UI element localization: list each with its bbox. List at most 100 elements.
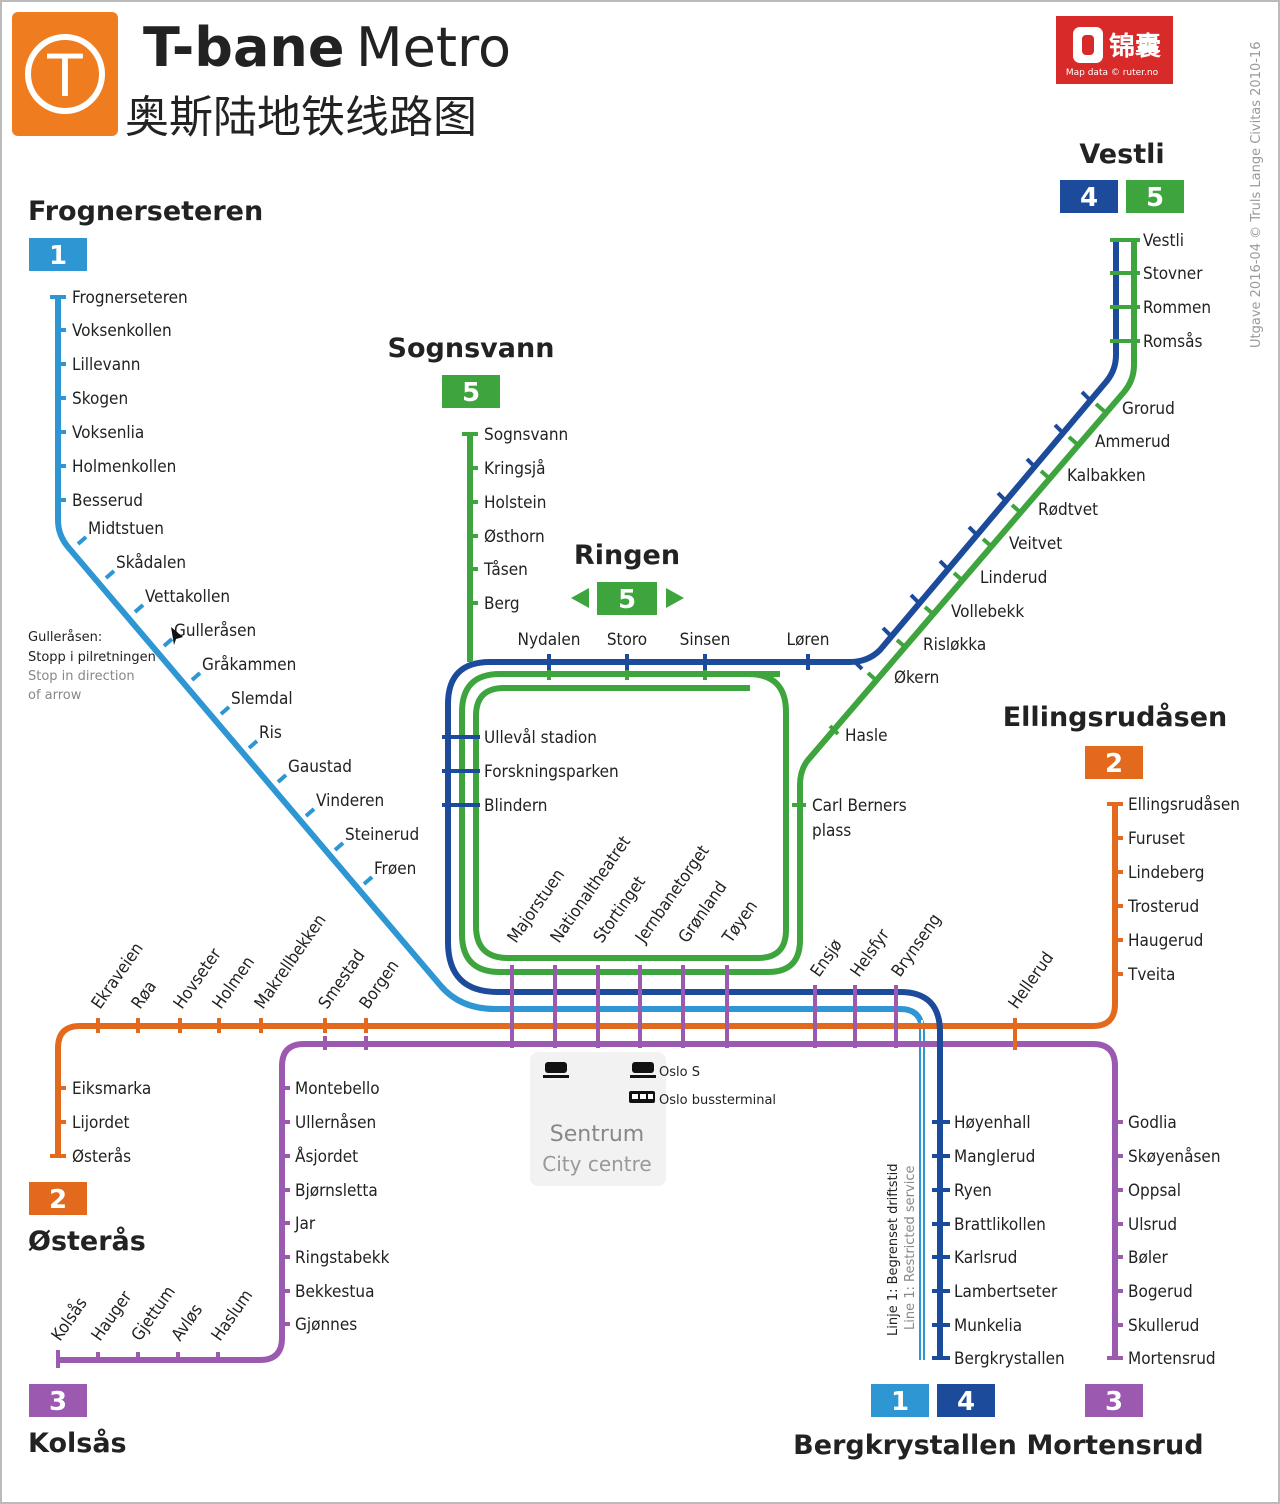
station-label-vestli: Vestli <box>1143 231 1184 251</box>
station-label-furuset: Furuset <box>1128 829 1185 849</box>
station-label-sk-yen-sen: Skøyenåsen <box>1128 1146 1221 1167</box>
terminal-name-osteras: Østerås <box>28 1225 146 1257</box>
station-tick-risl-kka <box>895 638 907 649</box>
line-badge-ringen <box>597 582 657 615</box>
note-text-no: Stopp i pilretningen <box>28 650 156 665</box>
station-tick-grorud <box>1094 402 1106 413</box>
station-tick-vettakollen <box>133 603 145 614</box>
station-label-voksenkollen: Voksenkollen <box>72 321 172 341</box>
station-label-h-yenhall: Høyenhall <box>954 1113 1031 1133</box>
station-label-brattlikollen: Brattlikollen <box>954 1215 1046 1235</box>
station-tick-gaustad <box>276 773 288 784</box>
terminal-name-frognerseteren: Frognerseteren <box>28 196 263 227</box>
station-tick-slemdal <box>219 705 231 716</box>
train-icon <box>543 1062 569 1078</box>
station-label-manglerud: Manglerud <box>954 1147 1035 1167</box>
station-label-ullev-l-stadion: Ullevål stadion <box>484 727 597 748</box>
station-label-skullerud: Skullerud <box>1128 1316 1199 1336</box>
station-label-sk-dalen: Skådalen <box>116 552 186 573</box>
station-label-berg: Berg <box>484 594 520 614</box>
station-tick--kern <box>866 671 878 682</box>
line-badge-number-osteras: 2 <box>49 1185 67 1215</box>
station-label--ster-s: Østerås <box>72 1146 131 1167</box>
line-badge-number-ellingsrudasen: 2 <box>1105 749 1123 779</box>
station-label-risl-kka: Risløkka <box>923 635 986 655</box>
station-tick-ammerud <box>1067 435 1079 446</box>
station-label-gj-nnes: Gjønnes <box>295 1315 357 1335</box>
oslo-s-label: Oslo S <box>659 1065 700 1080</box>
station-label-bogerud: Bogerud <box>1128 1282 1193 1302</box>
station-label-guller-sen: Gulleråsen <box>174 620 256 641</box>
station-label--sthorn: Østhorn <box>484 527 545 547</box>
terminal-name-vestli: Vestli <box>1079 139 1164 170</box>
restricted-note-no: Linje 1: Begrenset driftstid <box>886 1164 901 1336</box>
line-badge-mortensrud <box>1085 1384 1143 1417</box>
bus-icon <box>629 1091 655 1103</box>
logo-letter: T <box>46 42 83 110</box>
station-label-blindern: Blindern <box>484 796 548 816</box>
station-tick-linderud-b <box>938 559 950 571</box>
station-tick-grorud-b <box>1080 390 1092 402</box>
station-label-lijordet: Lijordet <box>72 1113 129 1133</box>
station-label-hasle: Hasle <box>845 726 888 746</box>
station-label-slemdal: Slemdal <box>231 689 293 709</box>
station-tick-ris <box>247 739 259 750</box>
station-label-bergkrystallen: Bergkrystallen <box>954 1349 1065 1369</box>
city-centre-label: City centre <box>542 1152 651 1176</box>
station-tick-midtstuen <box>76 535 88 546</box>
terminal-name-ellingsrudasen: Ellingsrudåsen <box>1003 701 1228 733</box>
station-label-ryen: Ryen <box>954 1181 992 1201</box>
station-label-holmenkollen: Holmenkollen <box>72 457 176 477</box>
station-label-ris: Ris <box>259 723 282 743</box>
station-label-ullern-sen: Ullernåsen <box>295 1112 376 1133</box>
line-badge-number-vestli-4: 4 <box>1080 183 1098 213</box>
line-5-path <box>459 240 1137 975</box>
station-label-kringsj-: Kringsjå <box>484 458 546 479</box>
station-label-vinderen: Vinderen <box>316 791 384 811</box>
bus-terminal-label: Oslo bussterminal <box>659 1093 776 1108</box>
subtitle-cn: 奥斯陆地铁线路图 <box>125 92 477 143</box>
station-tick-vinderen <box>304 807 316 818</box>
station-tick-hasle <box>828 724 840 736</box>
terminal-name-sognsvann: Sognsvann <box>388 333 555 364</box>
station-label-r-dtvet: Rødtvet <box>1038 500 1098 520</box>
line-badge-kolsas <box>29 1384 87 1417</box>
station-label-storo: Storo <box>607 630 647 650</box>
station-label-karlsrud: Karlsrud <box>954 1248 1017 1268</box>
lines <box>55 240 1137 1363</box>
note-title: Gulleråsen: <box>28 630 102 645</box>
station-label-kalbakken: Kalbakken <box>1067 466 1146 486</box>
line-badge-ellingsrudasen <box>1085 746 1143 779</box>
station-tick-gr-kammen <box>190 671 202 682</box>
line-badge-number-bergkrystallen-4: 4 <box>957 1387 975 1417</box>
station-tick-linderud <box>952 571 964 582</box>
logo-ring <box>25 34 105 114</box>
station-label-skogen: Skogen <box>72 389 128 409</box>
station-label-t-sen: Tåsen <box>483 559 528 580</box>
station-tick-veitvet-b <box>967 525 979 537</box>
brand-small: Map data © ruter.no <box>1066 68 1159 78</box>
line-1-path <box>55 297 925 1360</box>
line-badge-number-frognerseteren: 1 <box>49 241 67 271</box>
station-label-ellingsrud-sen: Ellingsrudåsen <box>1128 794 1240 815</box>
station-label-godlia: Godlia <box>1128 1113 1177 1133</box>
header: T T-bane Metro 奥斯陆地铁线路图 锦囊 Map data © ru… <box>12 12 1264 348</box>
terminal-name-bergkrystallen: Bergkrystallen <box>793 1430 1017 1461</box>
station-label-plass: plass <box>812 821 851 841</box>
station-label-munkelia: Munkelia <box>954 1316 1022 1336</box>
station-tick-r-dtvet-b <box>996 491 1008 503</box>
station-label-holstein: Holstein <box>484 493 546 513</box>
station-label-sinsen: Sinsen <box>680 630 731 650</box>
station-tick-risl-kka-b <box>881 626 893 638</box>
station-label-lambertseter: Lambertseter <box>954 1282 1058 1302</box>
station-tick-ammerud-b <box>1053 423 1065 435</box>
station-label-gaustad: Gaustad <box>288 757 352 777</box>
terminal-name-kolsas: Kolsås <box>28 1427 127 1459</box>
station-label-ammerud: Ammerud <box>1095 432 1170 452</box>
station-label-jar: Jar <box>294 1214 316 1234</box>
station-tick-fr-en <box>362 875 374 886</box>
station-label-nydalen: Nydalen <box>518 630 581 650</box>
